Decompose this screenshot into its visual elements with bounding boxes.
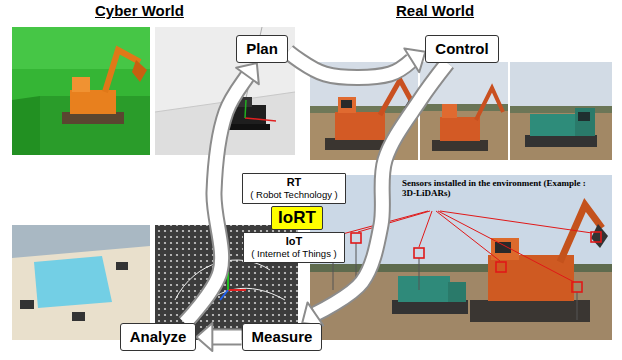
crawler-carrier-photo [525,135,597,147]
sensor-marker [414,248,424,258]
sensor-marker [572,282,582,292]
section-heading: Real World [396,2,474,20]
excavator-photo [341,100,352,108]
digital-twin-view [116,262,128,270]
crawler-carrier-photo [530,114,578,136]
arrowhead [236,63,259,84]
node-text: Analyze [130,328,187,346]
leader-line [440,211,592,233]
core-concept-box: IoRT [271,206,323,230]
dump-carrier-photo [398,276,450,302]
cycle-arrow [288,48,425,77]
digital-twin-view [20,300,34,309]
node-text: ( Robot Technology ) [250,189,338,201]
site-photo [510,106,612,113]
dump-carrier-photo [392,276,468,314]
cycle-arrow-outline [185,76,248,323]
excavator-photo [335,112,385,140]
section-heading: Cyber World [95,2,184,20]
sensor-site-photo [310,175,612,267]
leader-line [438,211,574,282]
excavator-photo [432,140,488,151]
point-cloud-view [220,290,228,300]
excavator-model [62,50,147,124]
step-box: Analyze [120,323,197,351]
robot-model [245,118,276,121]
sensor-marker [496,262,506,272]
site-photo [510,62,612,160]
sensor-site-photo [310,175,612,340]
site-photo [420,104,508,111]
leader-line [358,211,430,232]
node-text: ( Internet of Things ) [251,248,336,260]
excavator-model [72,77,90,92]
excavator-photo [338,97,356,113]
arrowhead [404,48,425,72]
step-box: Plan [236,35,288,63]
cycle-arrow-outline [288,52,412,78]
node-text: Measure [252,328,313,346]
cycle-arrow-body [185,76,248,323]
technology-box: IoT( Internet of Things ) [243,232,344,263]
digital-twin-view [34,256,112,308]
simulator-view [12,27,150,155]
cycle-arrow [196,323,241,351]
dump-carrier-photo [392,300,468,314]
point-cloud-view [228,289,246,291]
crawler-carrier-photo [525,108,597,147]
simulator-view [12,27,150,69]
dump-carrier-photo [448,282,466,302]
site-photo [510,62,612,108]
excavator-photo [591,224,608,248]
excavator-model [132,60,147,82]
node-text: Control [435,40,488,58]
arrowhead [196,323,212,351]
sensor-marker [591,232,601,242]
technology-box: RT( Robot Technology ) [242,173,346,204]
simulator-view [12,96,40,155]
step-box: Measure [242,323,323,351]
sensor-tripod [419,258,420,290]
crawler-carrier-photo [578,112,590,121]
excavator-photo [442,104,457,118]
cycle-arrow-body [212,331,241,344]
sensor-site-photo [310,175,612,340]
leader-line [419,211,432,247]
excavator-model [70,90,116,114]
node-text: IoT [251,235,336,248]
crawler-carrier-photo [575,108,595,136]
cycle-arrow-outline [212,329,241,346]
step-box: Control [425,35,498,63]
sensor-marker [351,233,361,243]
cycle-arrow-body [288,52,412,78]
node-text: RT [250,176,338,189]
excavator-photo [476,88,503,120]
excavator-photo [440,117,480,141]
simulator-view [12,27,150,155]
node-text: IoRT [278,208,316,228]
sensor-tripod [577,292,578,320]
robot-model [245,100,246,118]
digital-twin-view [72,312,85,321]
node-text: Plan [246,40,278,58]
excavator-photo [470,300,590,322]
photo-annotation: Sensors installed in the environment (Ex… [402,178,592,198]
